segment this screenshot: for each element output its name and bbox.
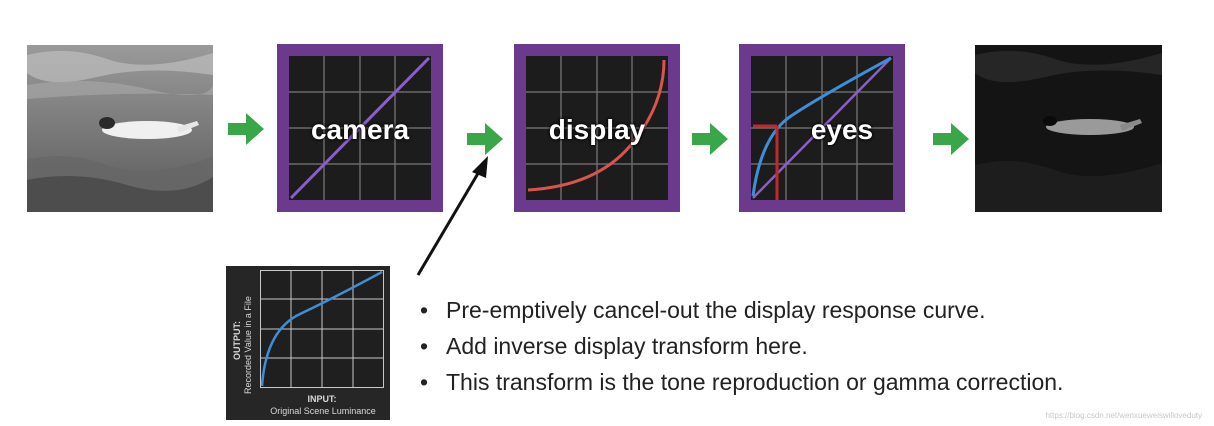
eyes-card: eyes: [739, 44, 905, 212]
green-right-arrow-icon: [228, 113, 264, 145]
green-right-arrow-icon: [933, 123, 969, 155]
stage-label-eyes: eyes: [759, 114, 925, 146]
green-right-arrow-icon: [692, 123, 728, 155]
black-diagonal-arrow-icon: [410, 150, 500, 280]
displayed-photo: [975, 45, 1162, 212]
explanation-bullets: Pre-emptively cancel-out the display res…: [420, 292, 1063, 400]
list-item: This transform is the tone reproduction …: [420, 364, 1063, 400]
original-photo: [27, 45, 213, 212]
inset-x-axis-sublabel: Original Scene Luminance: [256, 406, 390, 416]
stage-label-display: display: [514, 114, 680, 146]
gamma-correction-inset: OUTPUT: Recorded Value in a File INPUT: …: [226, 266, 390, 420]
inset-y-axis-sublabel: Recorded Value in a File: [243, 296, 253, 394]
list-item: Add inverse display transform here.: [420, 328, 1063, 364]
stage-label-camera: camera: [277, 114, 443, 146]
inset-plot: [260, 270, 384, 388]
inset-y-axis-label: OUTPUT:: [232, 321, 242, 360]
list-item: Pre-emptively cancel-out the display res…: [420, 292, 1063, 328]
watermark: https://blog.csdn.net/wenxueweiswilloved…: [1045, 411, 1202, 420]
inset-x-axis-label: INPUT:: [260, 394, 384, 404]
display-card: display: [514, 44, 680, 212]
